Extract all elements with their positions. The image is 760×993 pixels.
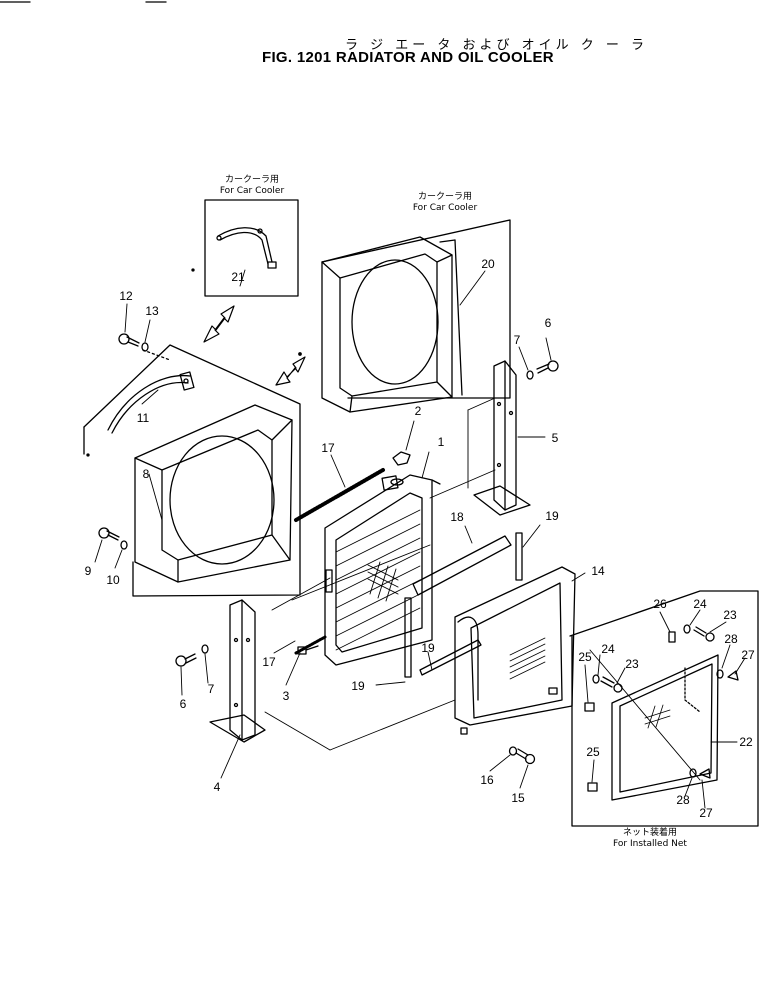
wingnut-27-top	[727, 670, 739, 681]
seal-bar-18	[412, 535, 512, 596]
callout-24-mid: 24	[601, 642, 615, 656]
callout-23-mid: 23	[625, 657, 639, 671]
bracket-5	[473, 360, 531, 516]
callout-19-left: 19	[351, 679, 365, 693]
callout-6-right: 6	[544, 316, 552, 330]
washer-7-left	[201, 644, 209, 654]
washer-28-top	[716, 669, 724, 679]
bolt-23-top	[693, 626, 715, 642]
note-car-cooler-shroud: カークーラ用 For Car Cooler	[400, 192, 490, 214]
seal-17-bottom	[294, 635, 327, 655]
callout-15: 15	[511, 791, 525, 805]
callout-17-top: 17	[321, 441, 335, 455]
note-installed-net: ネット装着用 For Installed Net	[600, 828, 700, 850]
callout-9: 9	[84, 564, 92, 578]
note-jp: ネット装着用	[622, 828, 677, 838]
wingnut-27-bottom	[699, 768, 711, 779]
callout-26: 26	[653, 597, 667, 611]
callout-20: 20	[481, 257, 495, 271]
inset-box-car-cooler-hose	[204, 199, 299, 297]
cap-2	[392, 451, 411, 466]
group-outline-shroud	[83, 344, 301, 597]
callout-18: 18	[450, 510, 464, 524]
callout-7-right: 7	[513, 333, 521, 347]
page-title: FIG. 1201 RADIATOR AND OIL COOLER	[262, 49, 554, 66]
bolt-6-right	[536, 360, 559, 374]
strap-11	[107, 371, 195, 434]
callout-6-left: 6	[179, 697, 187, 711]
note-en: For Installed Net	[613, 839, 687, 849]
callout-19-center: 19	[421, 641, 435, 655]
callout-28-top: 28	[724, 632, 738, 646]
bracket-4	[209, 599, 266, 743]
fan-shroud-8	[134, 404, 293, 583]
drain-plug-3	[297, 645, 319, 655]
callout-14: 14	[591, 564, 605, 578]
hose-21	[216, 227, 277, 269]
inset-border-car-cooler-shroud	[321, 219, 511, 399]
callout-17-bottom: 17	[262, 655, 276, 669]
clip-25-top	[584, 702, 595, 712]
callout-25-top: 25	[578, 650, 592, 664]
bolt-15	[515, 748, 536, 765]
seal-19-left	[404, 597, 412, 678]
clip-25-bottom	[587, 782, 598, 792]
callout-2: 2	[414, 404, 422, 418]
callout-23-top: 23	[723, 608, 737, 622]
callout-24-top: 24	[693, 597, 707, 611]
callout-8: 8	[142, 467, 150, 481]
bolt-9	[98, 527, 120, 541]
note-en: For Car Cooler	[412, 203, 478, 213]
fan-shroud-20	[321, 236, 463, 413]
note-jp: カークーラ用	[224, 175, 279, 185]
callout-22: 22	[739, 735, 753, 749]
seal-19-bottom	[419, 639, 482, 676]
callout-12: 12	[119, 289, 133, 303]
bolt-23-mid	[600, 676, 623, 693]
callout-1: 1	[437, 435, 445, 449]
washer-10	[120, 540, 128, 550]
callout-25-bottom: 25	[586, 745, 600, 759]
callout-4: 4	[213, 780, 221, 794]
note-jp: カークーラ用	[417, 192, 472, 202]
note-car-cooler-hose: カークーラ用 For Car Cooler	[207, 175, 297, 197]
washer-28-bottom	[689, 768, 697, 778]
callout-28-bottom: 28	[676, 793, 690, 807]
seal-17-top	[294, 468, 385, 522]
washer-24-top	[683, 624, 691, 634]
title-japanese: ラ ジ エー タ および オイル ク ー ラ	[345, 38, 649, 53]
callout-19-right: 19	[545, 509, 559, 523]
washer-24-mid	[592, 674, 600, 684]
inset-box-installed-net	[569, 590, 759, 827]
bolt-6-left	[175, 653, 197, 667]
callout-16: 16	[480, 773, 494, 787]
seal-19-right	[515, 532, 523, 581]
callout-21: 21	[231, 270, 245, 284]
net-22	[611, 654, 719, 801]
callout-27-top: 27	[741, 648, 755, 662]
washer-16	[508, 746, 518, 756]
callout-10: 10	[106, 573, 120, 587]
clip-26	[668, 631, 676, 643]
bolt-12	[118, 333, 140, 347]
note-en: For Car Cooler	[219, 186, 285, 196]
callout-7-left: 7	[207, 682, 215, 696]
radiator-1	[324, 474, 441, 666]
oil-cooler-14	[454, 566, 576, 735]
washer-7-right	[526, 370, 534, 380]
callout-27-bottom: 27	[699, 806, 713, 820]
arrow-shroud-swap	[203, 305, 306, 386]
callout-11: 11	[136, 411, 150, 425]
callout-3: 3	[282, 689, 290, 703]
callout-13: 13	[145, 304, 159, 318]
callout-5: 5	[551, 431, 559, 445]
